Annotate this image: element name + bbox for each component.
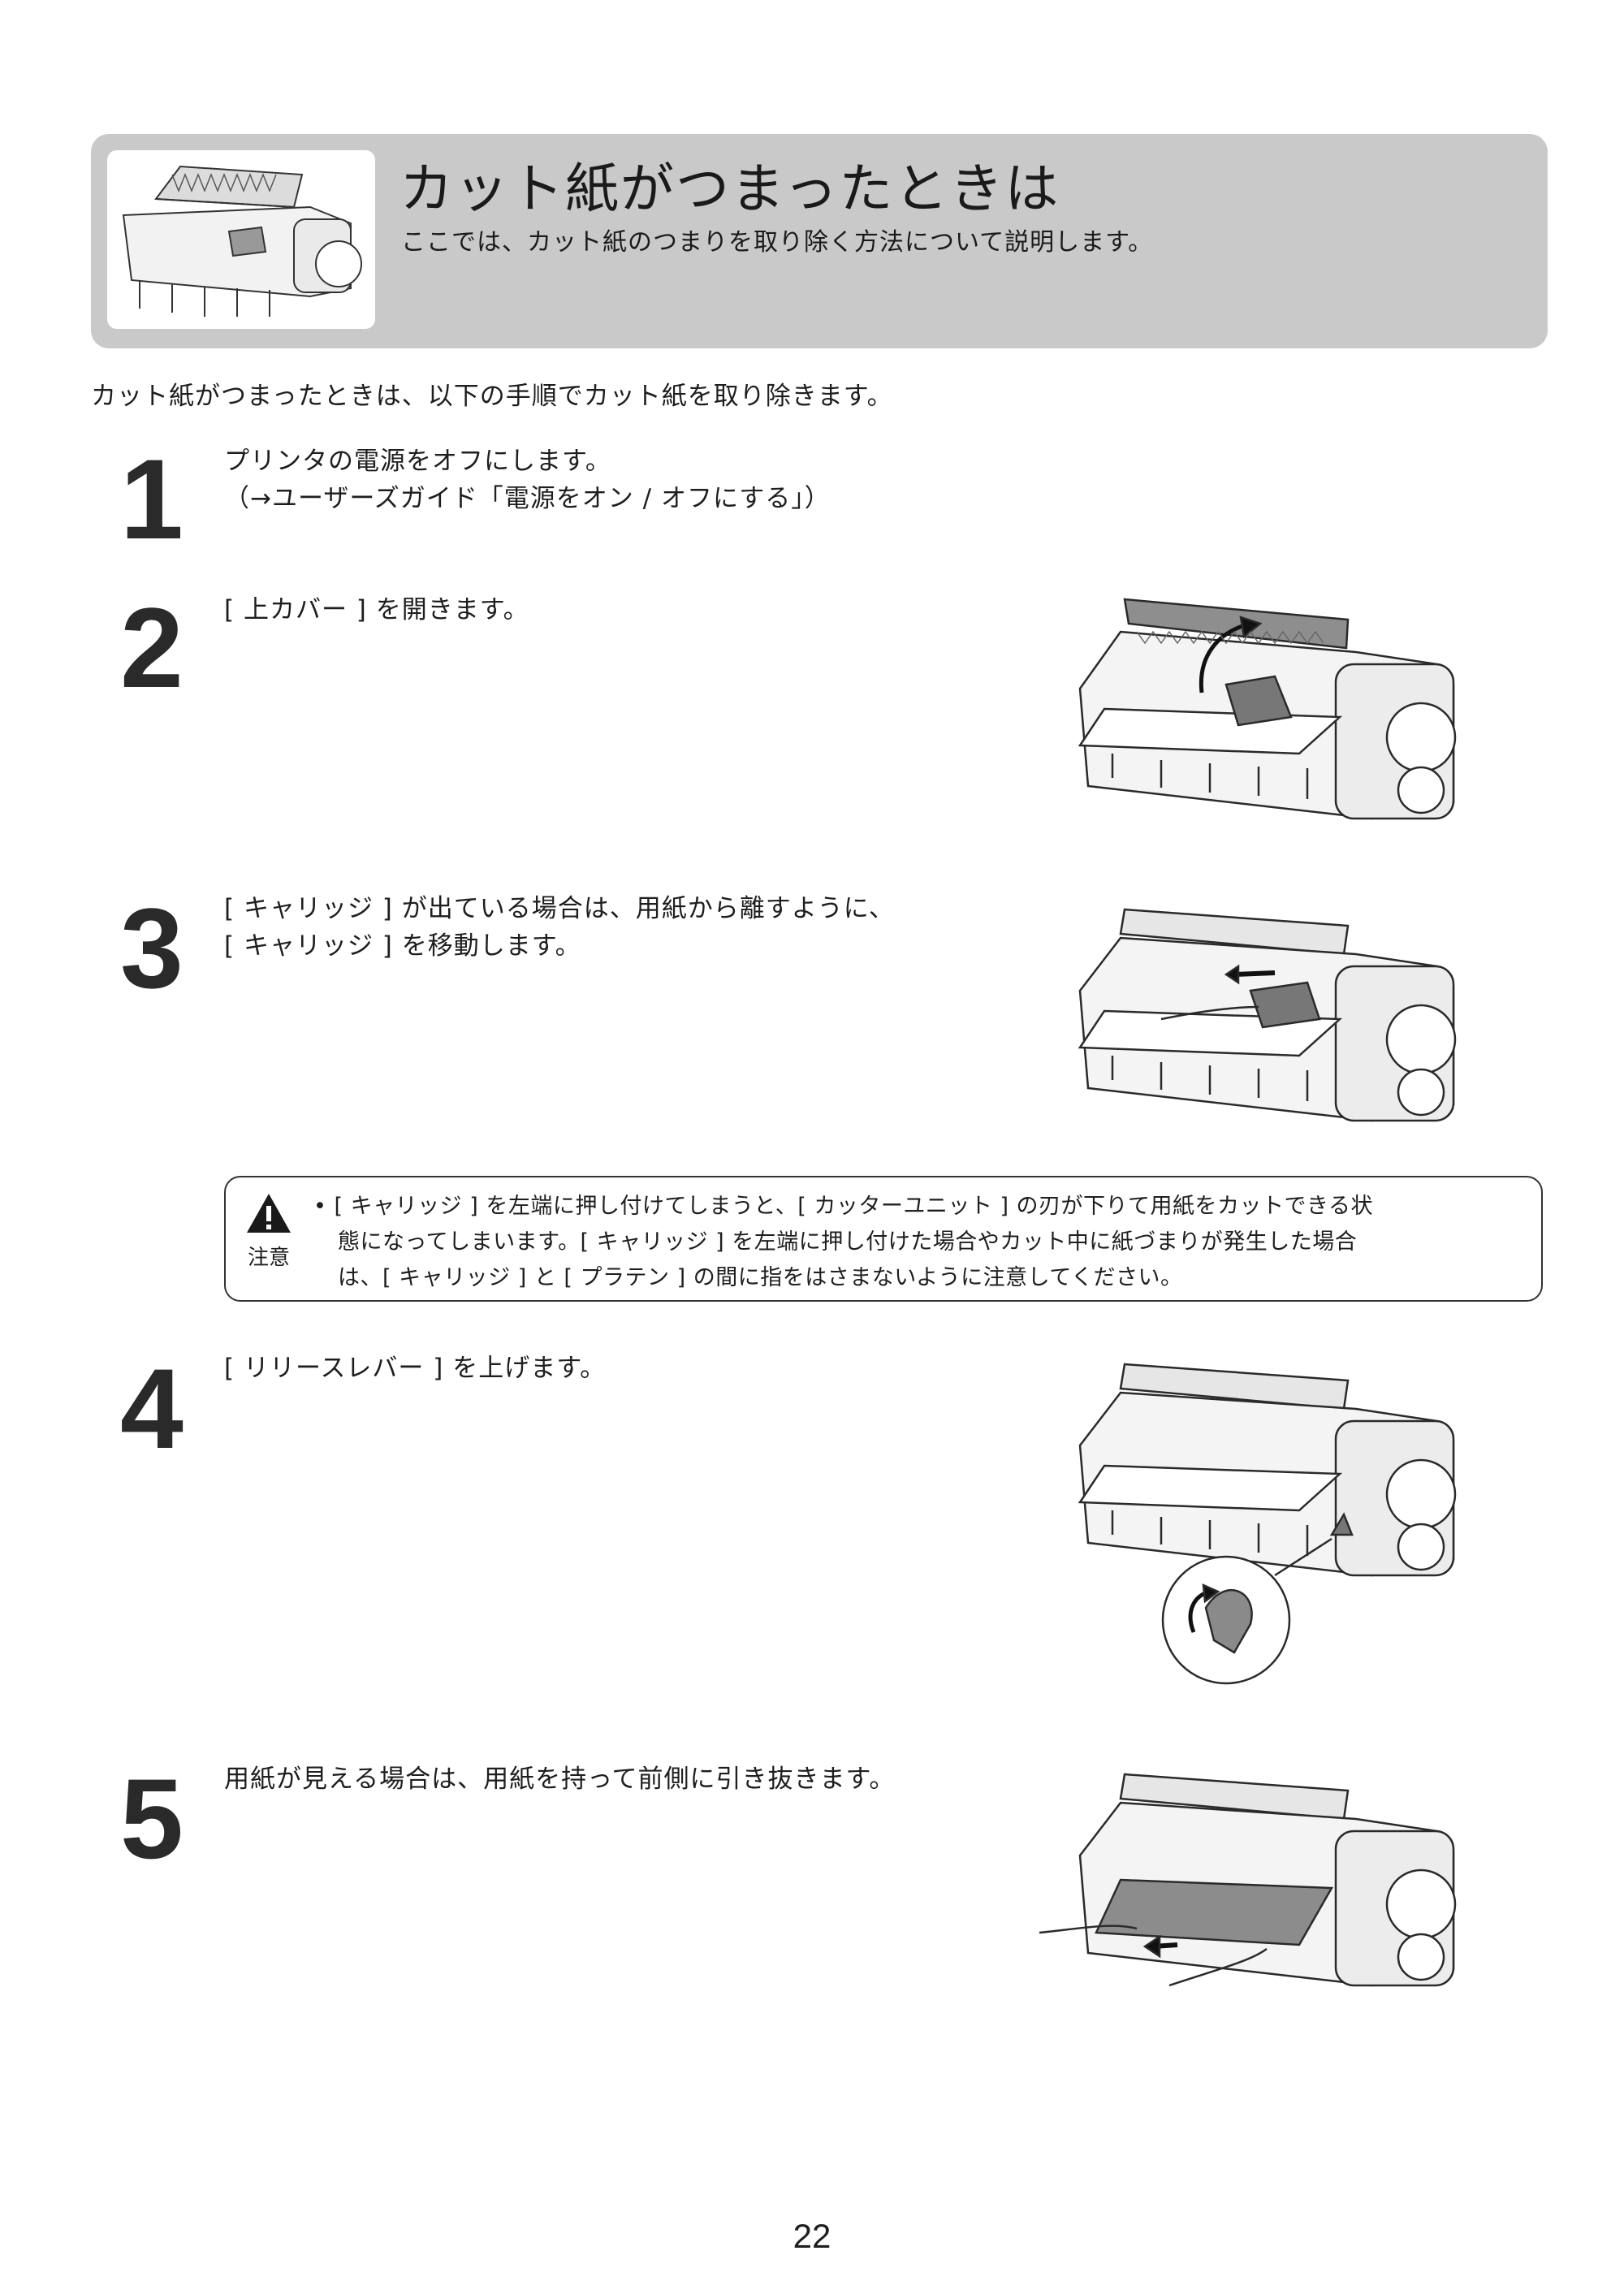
step-text-1: プリンタの電源をオフにします。 （→ユーザーズガイド「電源をオン / オフにする… — [224, 443, 831, 517]
step-1-line: （→ユーザーズガイド「電源をオン / オフにする」） — [224, 484, 831, 513]
section-header: カット紙がつまったときは ここでは、カット紙のつまりを取り除く方法について説明し… — [91, 134, 1548, 348]
printer-thumbnail-drawing — [122, 165, 362, 317]
step-text-2: [ 上カバー ] を開きます。 — [224, 591, 529, 629]
step-text-5: 用紙が見える場合は、用紙を持って前側に引き抜きます。 — [224, 1760, 895, 1798]
illustration-release-lever — [1031, 1332, 1478, 1689]
step-number-2: 2 — [120, 584, 184, 711]
page-subtitle: ここでは、カット紙のつまりを取り除く方法について説明します。 — [401, 228, 1154, 257]
printer-drawing-step-3 — [1078, 908, 1457, 1122]
step-2-line: [ 上カバー ] を開きます。 — [224, 595, 529, 624]
caution-box: 注意 • [ キャリッジ ] を左端に押し付けてしまうと、[ カッターユニット … — [224, 1176, 1543, 1302]
illustration-open-top-cover — [1031, 575, 1478, 843]
step-number-5: 5 — [120, 1755, 184, 1882]
step-1-line: プリンタの電源をオフにします。 — [224, 447, 611, 476]
intro-text: カット紙がつまったときは、以下の手順でカット紙を取り除きます。 — [91, 382, 893, 411]
warning-triangle-icon — [247, 1194, 291, 1233]
caution-line: 態になってしまいます。[ キャリッジ ] を左端に押し付けた場合やカット中に紙づ… — [338, 1229, 1358, 1255]
printer-drawing-step-4 — [1078, 1363, 1457, 1685]
header-printer-illustration — [107, 150, 375, 329]
caution-line: は、[ キャリッジ ] と [ プラテン ] の間に指をはさまないように注意して… — [338, 1265, 1183, 1290]
step-text-3: [ キャリッジ ] が出ている場合は、用紙から離すように、 [ キャリッジ ] … — [224, 890, 895, 965]
caution-marker: 注意 — [244, 1192, 294, 1271]
caution-line: • [ キャリッジ ] を左端に押し付けてしまうと、[ カッターユニット ] の… — [313, 1194, 1374, 1219]
step-number-1: 1 — [120, 435, 184, 563]
step-number-3: 3 — [120, 884, 184, 1012]
step-number-4: 4 — [120, 1345, 184, 1472]
illustration-pull-out-paper — [1031, 1742, 1478, 2010]
step-3-line: [ キャリッジ ] が出ている場合は、用紙から離すように、 — [224, 894, 895, 923]
illustration-move-carriage — [1031, 877, 1478, 1145]
page-title: カット紙がつまったときは — [400, 158, 1060, 220]
caution-label: 注意 — [247, 1246, 290, 1270]
printer-drawing-step-5 — [1039, 1773, 1457, 1987]
step-4-line: [ リリースレバー ] を上げます。 — [224, 1354, 607, 1383]
page-number: 22 — [793, 2217, 831, 2255]
step-3-line: [ キャリッジ ] を移動します。 — [224, 931, 581, 961]
step-text-4: [ リリースレバー ] を上げます。 — [224, 1350, 606, 1387]
step-5-line: 用紙が見える場合は、用紙を持って前側に引き抜きます。 — [224, 1765, 896, 1794]
caution-text: • [ キャリッジ ] を左端に押し付けてしまうと、[ カッターユニット ] の… — [313, 1189, 1373, 1296]
printer-drawing-step-2 — [1078, 598, 1457, 820]
